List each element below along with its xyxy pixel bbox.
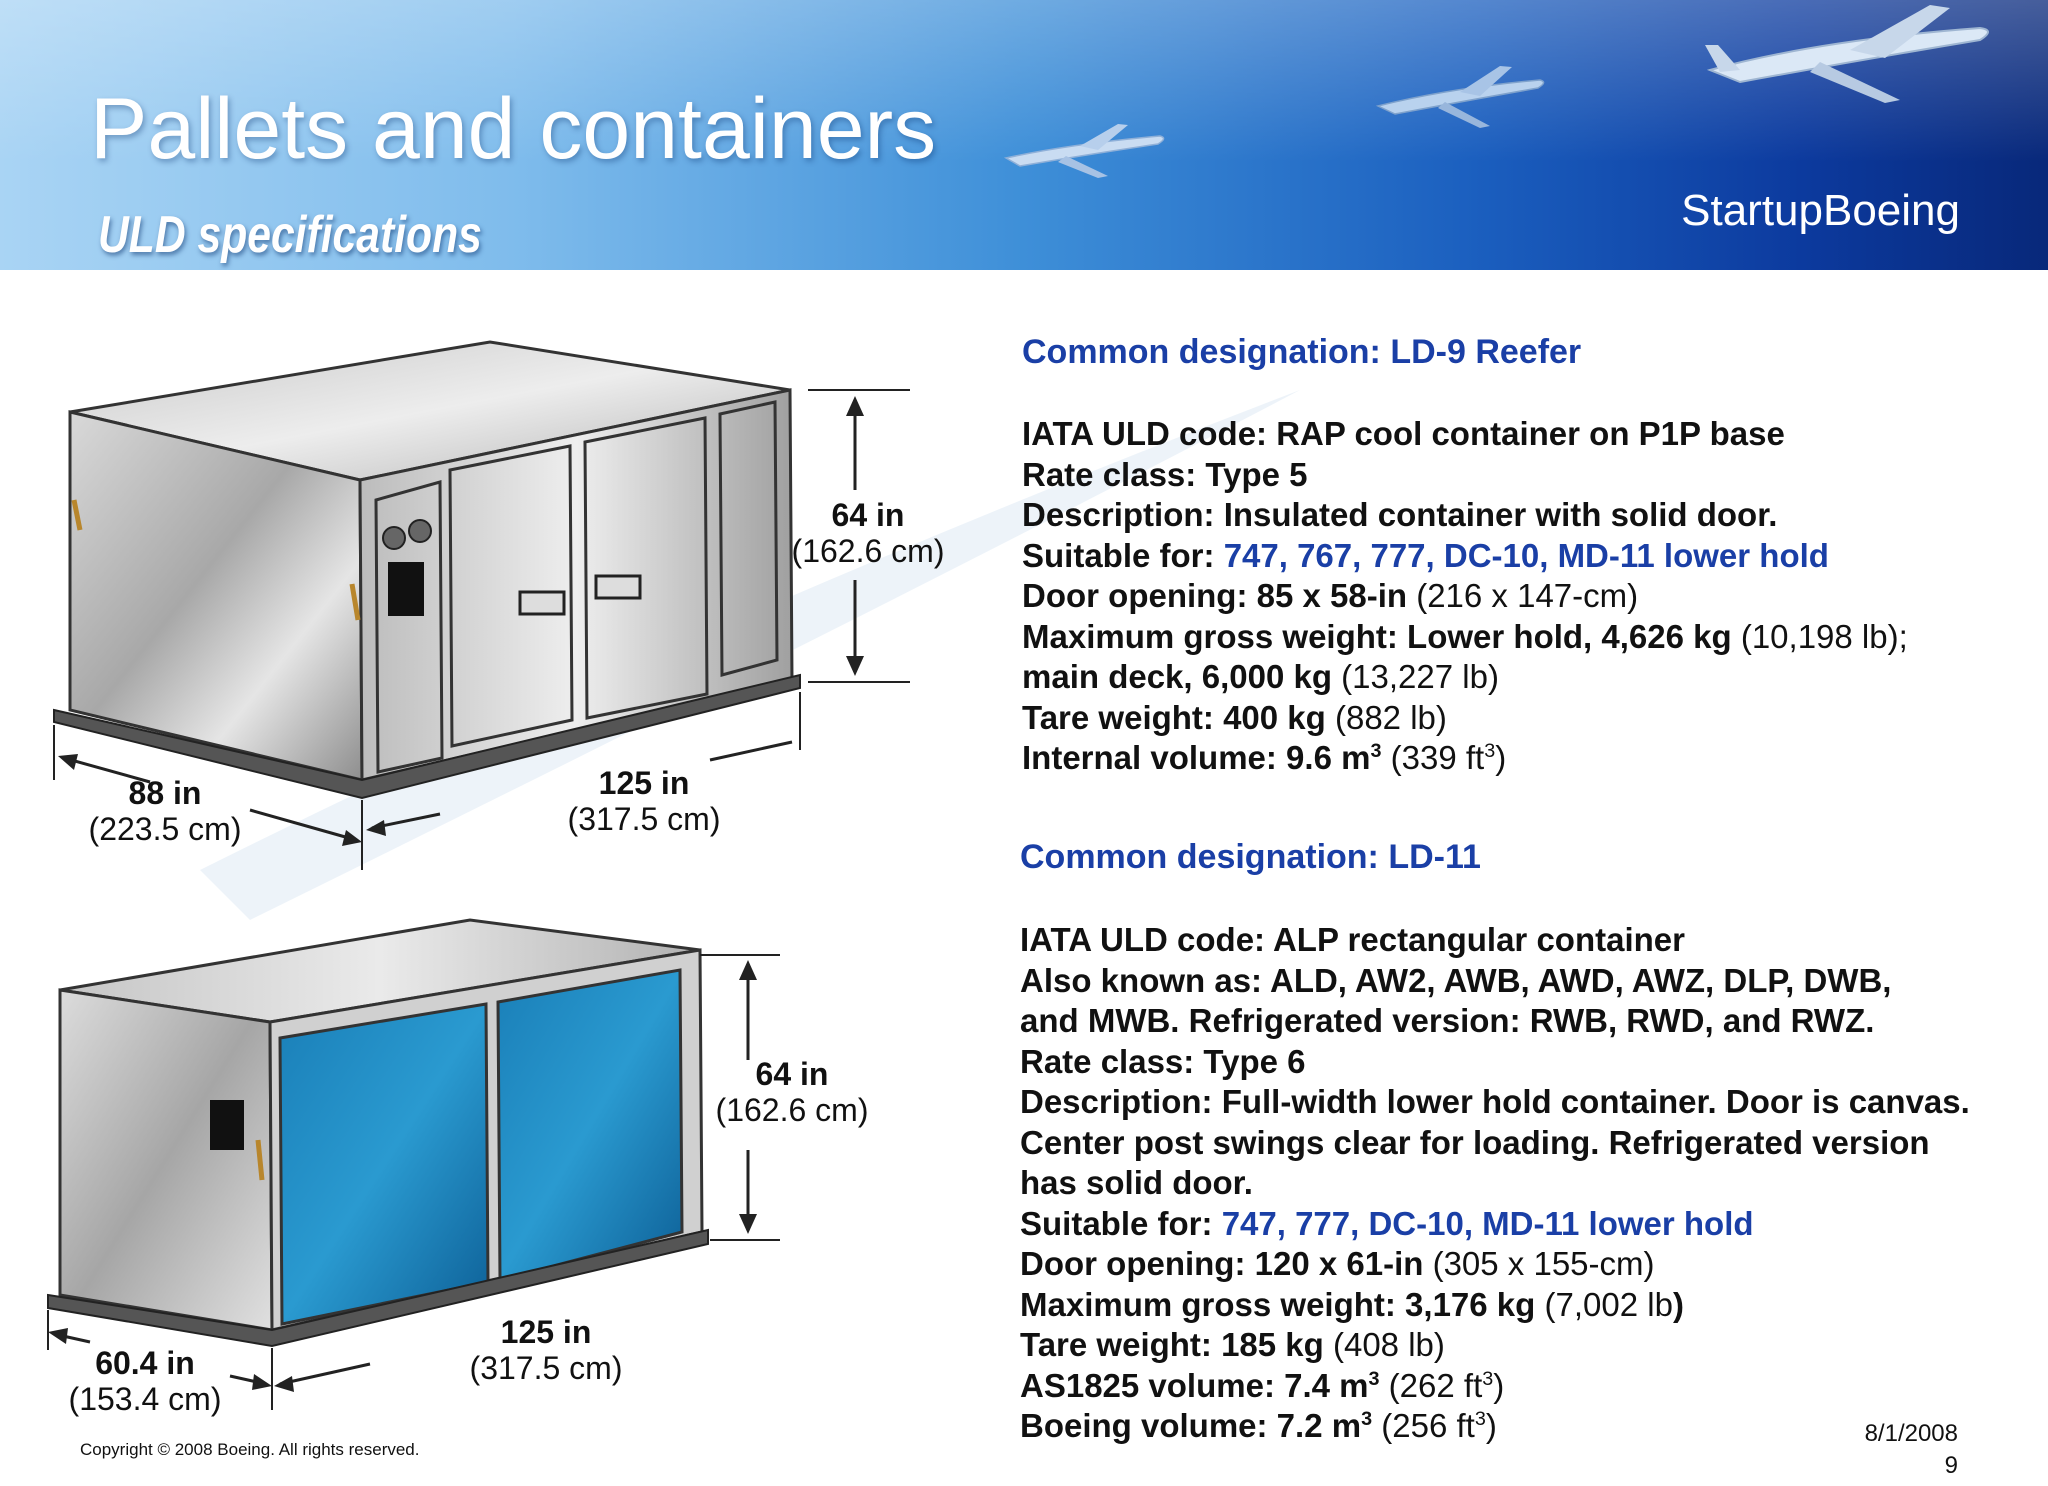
ld11-description-1: Description: Full-width lower hold conta… [1020, 1083, 1970, 1120]
ld11-tare-lb: (408 lb) [1332, 1326, 1445, 1363]
ld9-door-metric: (216 x 147-cm) [1416, 577, 1639, 614]
ld11-mgw-end: ) [1672, 1285, 1684, 1323]
ld11-boeing-alt: (256 ft [1372, 1407, 1475, 1444]
brand-label: StartupBoeing [1681, 186, 1960, 235]
ld11-mgw-lb: (7,002 lb [1544, 1285, 1673, 1323]
ld9-volume-alt-end: ) [1495, 739, 1507, 776]
ld11-container-illustration: 64 in (162.6 cm) 60.4 in (153.4 cm) 125 … [47, 918, 869, 1417]
ld11-heading: Common designation: LD-11 [1020, 838, 1481, 876]
ld9-suitable-label: Suitable for: [1022, 536, 1224, 574]
page-title: Pallets and containers [90, 81, 937, 177]
ld9-volume-label: Internal volume: 9.6 m [1022, 739, 1371, 776]
ld11-description-3: has solid door. [1020, 1164, 1253, 1201]
ld11-suitable-value: 747, 777, DC-10, MD-11 lower hold [1221, 1204, 1754, 1242]
ld9-max-gross-weight: Maximum gross weight: Lower hold, 4,626 … [1022, 617, 2022, 658]
ld11-also-known-as-cont: and MWB. Refrigerated version: RWB, RWD,… [1020, 1002, 1875, 1039]
ld11-width-cm: (317.5 cm) [470, 1350, 623, 1386]
slide-date: 8/1/2008 [1864, 1420, 1958, 1447]
ld9-depth-in: 88 in [129, 775, 202, 811]
ld9-rate-class: Rate class: Type 5 [1022, 455, 1308, 493]
ld11-description-2: Center post swings clear for loading. Re… [1020, 1123, 1930, 1161]
ld9-spec-list: IATA ULD code: RAP cool container on P1P… [1022, 414, 2022, 779]
ld11-boeing-sup: 3 [1361, 1408, 1373, 1430]
ld11-boeing-alt-end: ) [1485, 1407, 1497, 1444]
ld11-as-alt-sup: 3 [1482, 1367, 1494, 1390]
ld11-as-label: AS1825 volume: 7.4 m [1020, 1366, 1369, 1404]
ld11-max-gross-weight: Maximum gross weight: 3,176 kg (7,002 lb… [1020, 1285, 2020, 1326]
ld11-rate-class: Rate class: Type 6 [1020, 1042, 1306, 1080]
ld9-width-in: 125 in [599, 765, 690, 801]
ld9-depth-cm: (223.5 cm) [89, 811, 242, 847]
ld9-main-deck-lb: (13,227 lb) [1341, 658, 1499, 695]
ld9-iata-code: IATA ULD code: RAP cool container on P1P… [1022, 415, 1785, 452]
ld9-suitable-for: Suitable for: 747, 767, 777, DC-10, MD-1… [1022, 536, 2022, 577]
ld9-mgw-label: Maximum gross weight: Lower hold, 4,626 … [1022, 617, 1741, 655]
ld11-boeing-volume: Boeing volume: 7.2 m3 (256 ft3) [1020, 1406, 2020, 1447]
ld9-main-deck-label: main deck, 6,000 kg [1022, 658, 1342, 695]
ld9-door-label: Door opening: 85 x 58-in [1022, 577, 1417, 614]
ld11-height-in: 64 in [756, 1056, 829, 1092]
ld9-volume-sup: 3 [1370, 740, 1382, 762]
ld11-boeing-alt-sup: 3 [1474, 1408, 1486, 1430]
copyright-notice: Copyright © 2008 Boeing. All rights rese… [80, 1440, 420, 1459]
ld9-internal-volume: Internal volume: 9.6 m3 (339 ft3) [1022, 738, 2022, 779]
ld11-as-alt-end: ) [1493, 1366, 1505, 1404]
ld9-mgw-lb: (10,198 lb); [1740, 617, 1908, 655]
header-banner: Pallets and containers ULD specification… [0, 0, 2048, 270]
ld11-as-alt: (262 ft [1379, 1366, 1483, 1404]
ld9-volume-alt-sup: 3 [1484, 740, 1496, 762]
ld9-tare-weight: Tare weight: 400 kg (882 lb) [1022, 698, 2022, 739]
ld11-also-known-as: Also known as: ALD, AW2, AWB, AWD, AWZ, … [1020, 961, 1892, 999]
ld11-as1825-volume: AS1825 volume: 7.4 m3 (262 ft3) [1020, 1366, 2020, 1407]
ld9-container-illustration: 64 in (162.6 cm) 88 in (223.5 cm) 125 in… [53, 340, 945, 870]
ld11-boeing-label: Boeing volume: 7.2 m [1020, 1407, 1362, 1444]
ld9-main-deck: main deck, 6,000 kg (13,227 lb) [1022, 657, 2022, 698]
ld11-width-in: 125 in [501, 1314, 592, 1350]
page-number: 9 [1944, 1452, 1958, 1479]
ld11-tare-weight: Tare weight: 185 kg (408 lb) [1020, 1325, 2020, 1366]
ld11-as-sup: 3 [1368, 1367, 1380, 1390]
ld11-door-metric: (305 x 155-cm) [1432, 1245, 1655, 1282]
ld11-suitable-for: Suitable for: 747, 777, DC-10, MD-11 low… [1020, 1204, 2020, 1245]
ld9-tare-label: Tare weight: 400 kg [1022, 698, 1335, 736]
ld11-mgw-label: Maximum gross weight: 3,176 kg [1020, 1285, 1545, 1323]
ld11-depth-in: 60.4 in [95, 1345, 195, 1381]
ld11-tare-label: Tare weight: 185 kg [1020, 1326, 1333, 1363]
page-subtitle: ULD specifications [98, 206, 482, 264]
ld11-iata-code: IATA ULD code: ALP rectangular container [1020, 921, 1685, 958]
airplane-icon [1003, 124, 1165, 178]
ld9-height-in: 64 in [832, 497, 905, 533]
ld11-depth-cm: (153.4 cm) [69, 1381, 222, 1417]
ld11-door-opening: Door opening: 120 x 61-in (305 x 155-cm) [1020, 1244, 2020, 1285]
ld9-volume-alt: (339 ft [1381, 739, 1485, 776]
ld11-spec-list: IATA ULD code: ALP rectangular container… [1020, 920, 2020, 1447]
ld9-heading: Common designation: LD-9 Reefer [1022, 333, 1582, 371]
ld9-width-cm: (317.5 cm) [568, 801, 721, 837]
ld9-tare-lb: (882 lb) [1334, 698, 1447, 736]
ld9-suitable-value: 747, 767, 777, DC-10, MD-11 lower hold [1223, 536, 1829, 574]
ld9-description: Description: Insulated container with so… [1022, 496, 1778, 533]
ld11-height-cm: (162.6 cm) [716, 1092, 869, 1128]
ld9-height-cm: (162.6 cm) [792, 533, 945, 569]
ld11-door-label: Door opening: 120 x 61-in [1020, 1245, 1433, 1282]
ld9-door-opening: Door opening: 85 x 58-in (216 x 147-cm) [1022, 576, 2022, 617]
airplane-icon [1705, 5, 1989, 103]
airplane-icon [1375, 66, 1545, 128]
ld11-suitable-label: Suitable for: [1020, 1204, 1222, 1242]
